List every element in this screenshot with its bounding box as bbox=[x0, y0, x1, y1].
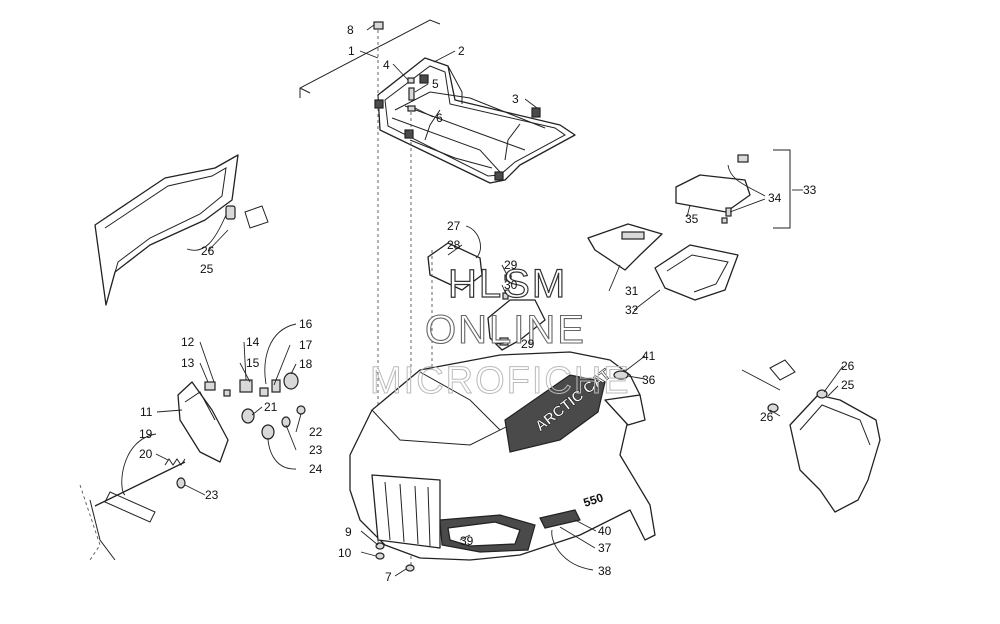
callout-25b: 25 bbox=[841, 378, 855, 392]
leader-lines bbox=[121, 24, 844, 577]
callout-28: 28 bbox=[447, 238, 461, 252]
callout-27: 27 bbox=[447, 219, 461, 233]
callout-2: 2 bbox=[458, 44, 465, 58]
callout-26c: 26 bbox=[760, 410, 774, 424]
callout-36: 36 bbox=[642, 373, 656, 387]
callout-8: 8 bbox=[347, 23, 354, 37]
left-side-panel bbox=[94, 154, 269, 306]
callout-30: 30 bbox=[504, 278, 518, 292]
callout-1: 1 bbox=[348, 44, 355, 58]
callout-11: 11 bbox=[140, 405, 153, 419]
front-hood: ARCTIC CAT 550 bbox=[349, 351, 656, 572]
callout-15: 15 bbox=[246, 356, 260, 370]
callout-41: 41 bbox=[642, 349, 656, 363]
callout-34: 34 bbox=[768, 191, 782, 205]
callout-29a: 29 bbox=[504, 258, 518, 272]
callout-24: 24 bbox=[309, 462, 323, 476]
callout-39: 39 bbox=[460, 534, 474, 548]
watermark-line3: MICROFICHE bbox=[370, 360, 631, 402]
callout-12: 12 bbox=[181, 335, 195, 349]
center-console-parts bbox=[427, 242, 546, 465]
headlight-assembly bbox=[79, 372, 306, 561]
callout-37: 37 bbox=[598, 541, 612, 555]
callout-5: 5 bbox=[432, 77, 439, 91]
callout-25a: 25 bbox=[200, 262, 214, 276]
callout-20: 20 bbox=[139, 447, 153, 461]
callout-22: 22 bbox=[309, 425, 323, 439]
callout-40: 40 bbox=[598, 524, 612, 538]
callout-32: 32 bbox=[625, 303, 639, 317]
callout-17: 17 bbox=[299, 338, 313, 352]
watermark-line1: HLSM bbox=[448, 262, 567, 306]
model-badge-text: 550 bbox=[582, 490, 606, 510]
front-rack bbox=[299, 19, 576, 565]
watermark: HLSM ONLINE MICROFICHE bbox=[370, 261, 631, 402]
callout-21: 21 bbox=[264, 400, 278, 414]
callout-26a: 26 bbox=[201, 244, 215, 258]
callout-16: 16 bbox=[299, 317, 313, 331]
callout-13: 13 bbox=[181, 356, 195, 370]
callout-26b: 26 bbox=[841, 359, 855, 373]
callout-33: 33 bbox=[803, 183, 817, 197]
callout-6: 6 bbox=[436, 111, 443, 125]
callout-14: 14 bbox=[246, 335, 260, 349]
callout-7: 7 bbox=[385, 570, 392, 584]
callout-3: 3 bbox=[512, 92, 519, 106]
callout-19: 19 bbox=[139, 427, 153, 441]
callout-18: 18 bbox=[299, 357, 313, 371]
callout-31: 31 bbox=[625, 284, 639, 298]
storage-compartment bbox=[587, 149, 791, 301]
callout-9: 9 bbox=[345, 525, 352, 539]
callout-38: 38 bbox=[598, 564, 612, 578]
callout-23a: 23 bbox=[309, 443, 323, 457]
callout-4: 4 bbox=[383, 58, 390, 72]
callout-10: 10 bbox=[338, 546, 352, 560]
callout-23b: 23 bbox=[205, 488, 219, 502]
right-side-panel bbox=[767, 359, 881, 513]
callout-labels: 1 2 3 4 5 6 7 8 9 10 11 12 13 14 15 16 1… bbox=[139, 23, 855, 584]
callout-35: 35 bbox=[685, 212, 699, 226]
watermark-line2: ONLINE bbox=[425, 308, 586, 352]
callout-29b: 29 bbox=[521, 337, 535, 351]
